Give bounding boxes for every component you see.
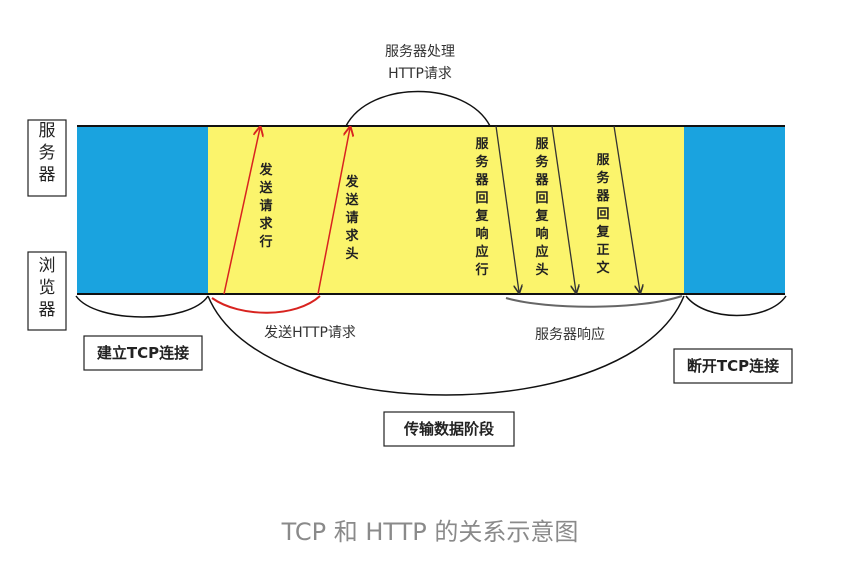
- establish-tcp-label: 建立TCP连接: [97, 344, 189, 362]
- server-response-arc: [505, 295, 683, 308]
- send-http-request-label: 发送HTTP请求: [264, 325, 356, 341]
- server-response-label: 服务器响应: [535, 326, 605, 343]
- tcp-connect-arc: [75, 295, 209, 318]
- request-line-arrow: [223, 128, 260, 295]
- browser-label-box: [27, 251, 67, 331]
- establish-tcp-box: [83, 335, 203, 371]
- reply-response-header-label: 服务器回复响应头: [534, 137, 549, 278]
- send-request-line-label: 发送请求行: [258, 162, 273, 250]
- server-process-label-1: 服务器处理: [385, 44, 455, 60]
- send-request-header-label: 发送请求头: [344, 174, 359, 262]
- response-body-arrow: [613, 125, 640, 292]
- transfer-phase-arc: [207, 295, 685, 396]
- tcp-close-arc: [685, 295, 787, 317]
- reply-response-line-label: 服务器回复响应行: [474, 137, 489, 278]
- response-line-arrow: [495, 125, 519, 292]
- request-header-arrow: [317, 128, 350, 295]
- browser-label: 浏览器: [39, 256, 56, 320]
- reply-body-label: 服务器回复正文: [595, 153, 610, 276]
- server-process-label-2: HTTP请求: [388, 66, 452, 82]
- tcp-close-band: [684, 126, 785, 294]
- tcp-connect-band: [77, 126, 208, 294]
- response-header-arrow: [551, 125, 576, 292]
- http-transfer-band: [208, 126, 684, 294]
- close-tcp-box: [673, 348, 793, 384]
- send-http-request-arc: [211, 295, 321, 314]
- transfer-phase-label: 传输数据阶段: [403, 420, 494, 438]
- figure-caption: TCP 和 HTTP 的关系示意图: [281, 518, 579, 546]
- close-tcp-label: 断开TCP连接: [687, 357, 779, 375]
- server-label-box: [27, 119, 67, 197]
- diagram-canvas: 服务器 浏览器 服务器处理 HTTP请求 发送请求行 发送请求头 服务器回复响应…: [27, 44, 793, 447]
- transfer-phase-box: [383, 411, 515, 447]
- server-process-arc: [345, 90, 491, 127]
- server-label: 服务器: [39, 121, 56, 185]
